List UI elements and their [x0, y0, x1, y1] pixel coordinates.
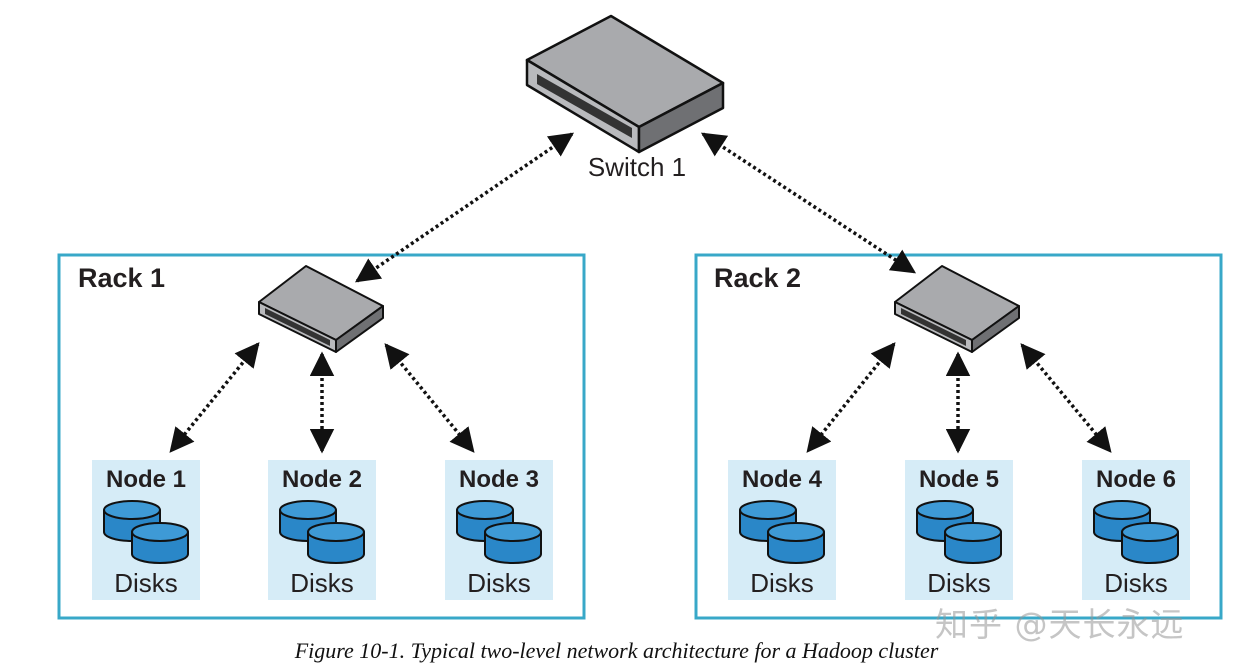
node-label: Node 6 [1096, 466, 1176, 493]
core-switch-label: Switch 1 [588, 152, 686, 182]
rack-2-box [694, 253, 1223, 620]
node-label: Node 4 [742, 466, 823, 493]
node-5: Node 5 Disks [905, 460, 1013, 600]
node-4: Node 4 Disks [728, 460, 836, 600]
node-label: Node 1 [106, 466, 186, 493]
link-rack1-node3 [384, 343, 475, 453]
node-label: Node 3 [459, 466, 539, 493]
link-rack2-node6 [1020, 343, 1112, 453]
link-rack2-node4 [806, 342, 896, 453]
link-core-rack2 [700, 132, 917, 274]
node-6: Node 6 Disks [1082, 460, 1190, 600]
disks-label: Disks [927, 568, 991, 598]
link-rack1-node1 [169, 342, 260, 453]
rack-2-switch-icon [894, 265, 1020, 353]
link-core-rack1 [354, 132, 575, 283]
node-label: Node 5 [919, 466, 999, 493]
disks-label: Disks [467, 568, 531, 598]
rack-1-label: Rack 1 [78, 263, 165, 293]
node-3: Node 3 Disks [445, 460, 553, 600]
watermark: 知乎 @天长永远 [935, 605, 1185, 644]
core-switch-icon [525, 14, 725, 154]
figure-caption: Figure 10-1. Typical two-level network a… [294, 638, 939, 663]
rack-1-switch-icon [258, 265, 384, 353]
node-label: Node 2 [282, 466, 362, 493]
disks-label: Disks [114, 568, 178, 598]
node-2: Node 2 Disks [268, 460, 376, 600]
node-1: Node 1 Disks [92, 460, 200, 600]
rack-2-label: Rack 2 [714, 263, 801, 293]
disks-label: Disks [750, 568, 814, 598]
disks-label: Disks [290, 568, 354, 598]
disks-label: Disks [1104, 568, 1168, 598]
rack-1-box [57, 253, 586, 620]
